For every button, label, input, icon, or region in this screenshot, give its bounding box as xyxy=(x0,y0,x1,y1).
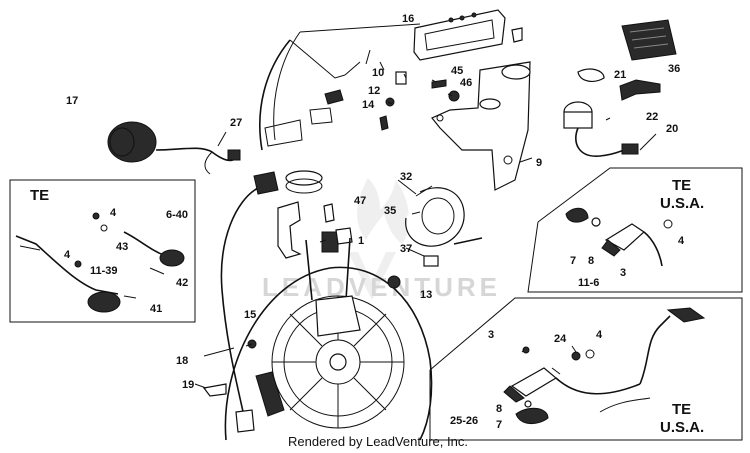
callout-12: 12 xyxy=(368,85,380,97)
nut-13 xyxy=(387,275,401,289)
callout-24: 24 xyxy=(554,333,567,345)
bolt-12 xyxy=(385,97,395,107)
callout-13: 13 xyxy=(420,289,432,301)
leader-lines xyxy=(194,49,657,389)
instrument-bracket xyxy=(431,61,531,191)
callout-6-40: 6-40 xyxy=(166,209,188,221)
callout-11-6: 11-6 xyxy=(578,277,599,289)
te-usa-bottom-label-line2: U.S.A. xyxy=(660,419,704,436)
washer-46 xyxy=(448,90,460,102)
te-usa-mid-label-line2: U.S.A. xyxy=(660,195,704,212)
callout-19: 19 xyxy=(182,379,194,391)
relay-bracket xyxy=(277,201,353,259)
front-fairing xyxy=(259,23,421,151)
callout-32: 32 xyxy=(400,171,412,183)
watermark-logo xyxy=(348,178,410,300)
te-usa-bottom-turn-signal xyxy=(503,307,706,424)
callout-41: 41 xyxy=(150,303,162,315)
te-left-frame xyxy=(9,179,196,323)
bolt-14 xyxy=(379,115,389,131)
callout-4-te-left-top: 4 xyxy=(110,207,117,219)
callout-11-39: 11-39 xyxy=(90,265,118,277)
callout-4-mid: 4 xyxy=(678,235,685,247)
callouts: 16 10 45 46 12 14 9 36 21 22 20 17 27 32… xyxy=(64,13,685,431)
te-usa-mid-frame xyxy=(527,167,743,293)
callout-37: 37 xyxy=(400,243,412,255)
callout-20: 20 xyxy=(666,123,678,135)
callout-16: 16 xyxy=(402,13,414,25)
callout-45: 45 xyxy=(451,65,463,77)
callout-22: 22 xyxy=(646,111,658,123)
ignition-switch xyxy=(563,68,661,157)
callout-25-26: 25-26 xyxy=(450,415,478,427)
callout-47: 47 xyxy=(354,195,366,207)
callout-7-bottom: 7 xyxy=(496,419,502,431)
horn-35 xyxy=(405,185,465,247)
speedometer xyxy=(413,9,523,61)
te-usa-mid-label-line1: TE xyxy=(672,177,691,194)
callout-3-bottom: 3 xyxy=(488,329,494,341)
callout-7-mid: 7 xyxy=(570,255,576,267)
callout-8-bottom: 8 xyxy=(496,403,502,415)
callout-17: 17 xyxy=(66,95,78,107)
te-left-turn-signal-assembly xyxy=(15,212,185,313)
callout-36: 36 xyxy=(668,63,680,75)
decal-36 xyxy=(621,19,677,61)
nut-10 xyxy=(395,71,407,85)
watermark-text: LEADVENTURE xyxy=(262,272,501,302)
callout-9: 9 xyxy=(536,157,542,169)
callout-43: 43 xyxy=(116,241,128,253)
te-usa-mid-turn-signal xyxy=(565,207,673,267)
callout-3-mid: 3 xyxy=(620,267,626,279)
callout-4-bottom: 4 xyxy=(596,329,603,341)
callout-35: 35 xyxy=(384,205,396,217)
front-wheel xyxy=(224,237,433,441)
bolt-37 xyxy=(423,237,483,267)
callout-14: 14 xyxy=(362,99,375,111)
te-usa-bottom-label-line1: TE xyxy=(672,401,691,418)
te-usa-bottom-frame xyxy=(429,297,743,441)
callout-18: 18 xyxy=(176,355,188,367)
rendered-by-credit: Rendered by LeadVenture, Inc. xyxy=(288,434,468,449)
callout-4-te-left-bottom: 4 xyxy=(64,249,71,261)
clamp-ring xyxy=(285,170,323,194)
callout-21: 21 xyxy=(614,69,626,81)
clip-19 xyxy=(202,383,227,397)
handlebar-switch-17 xyxy=(107,121,241,175)
callout-46: 46 xyxy=(460,77,472,89)
callout-10: 10 xyxy=(372,67,384,79)
te-left-label: TE xyxy=(30,187,49,204)
callout-27: 27 xyxy=(230,117,242,129)
callout-1: 1 xyxy=(358,235,364,247)
speedometer-cable-18 xyxy=(220,171,279,433)
callout-8-mid: 8 xyxy=(588,255,594,267)
callout-42: 42 xyxy=(176,277,188,289)
callout-15: 15 xyxy=(244,309,256,321)
